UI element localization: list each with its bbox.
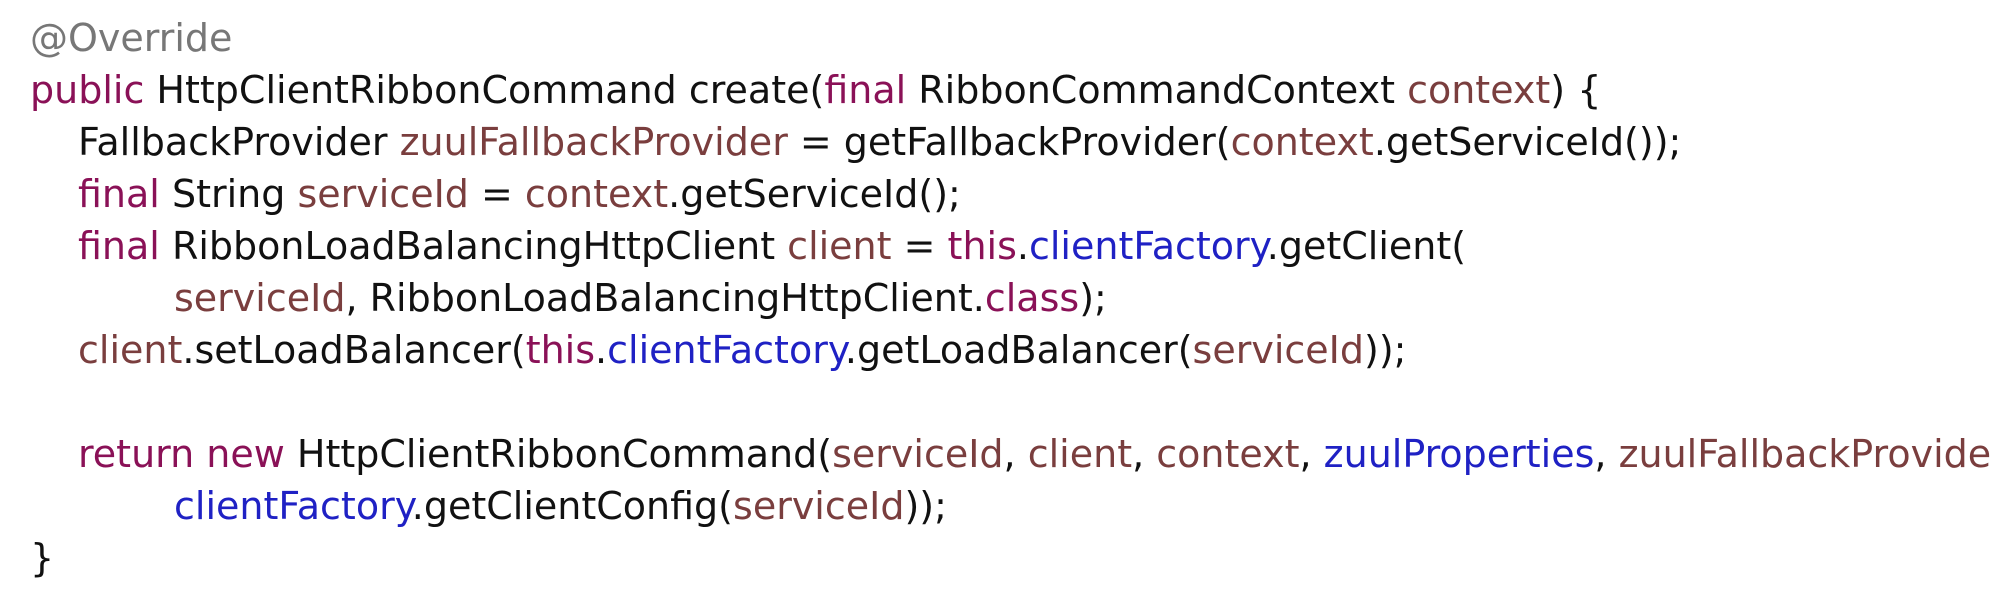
code-line: serviceId, RibbonLoadBalancingHttpClient… (30, 272, 2000, 324)
code-token: clientFactory (174, 484, 412, 528)
code-token: HttpClientRibbonCommand create( (156, 68, 825, 112)
code-token: serviceId (297, 172, 469, 216)
code-token: HttpClientRibbonCommand( (296, 432, 833, 476)
code-token: )); (1364, 328, 1407, 372)
code-token: clientFactory (607, 328, 845, 372)
code-token: .setLoadBalancer( (182, 328, 526, 372)
code-token: ) { (1550, 68, 1602, 112)
code-token: FallbackProvider (78, 120, 400, 164)
code-token: , RibbonLoadBalancingHttpClient. (345, 276, 985, 320)
code-token: . (1016, 224, 1029, 268)
code-line: @Override (30, 12, 2000, 64)
code-line: client.setLoadBalancer(this.clientFactor… (30, 324, 2000, 376)
code-token: public (30, 68, 157, 112)
code-line: FallbackProvider zuulFallbackProvider = … (30, 116, 2000, 168)
code-token: new (206, 432, 297, 476)
code-token: this (525, 328, 596, 372)
code-token: } (30, 536, 55, 580)
code-token: context (1156, 432, 1300, 476)
code-token: context (1230, 120, 1374, 164)
code-line: public HttpClientRibbonCommand create(fi… (30, 64, 2000, 116)
code-token: .getServiceId(); (668, 172, 961, 216)
code-token: .getClient( (1266, 224, 1467, 268)
code-token: clientFactory (1028, 224, 1267, 268)
code-token: zuulFallbackProvider (399, 120, 788, 164)
code-token: RibbonCommandContext (918, 68, 1408, 112)
code-token: class (984, 276, 1080, 320)
code-token: final (824, 68, 919, 112)
code-token: context (1407, 68, 1551, 112)
code-token: serviceId (733, 484, 905, 528)
code-line: } (30, 532, 2000, 584)
code-token: , (1132, 432, 1157, 476)
code-token: zuulFallbackProvide (1618, 432, 1992, 476)
code-token: String (171, 172, 298, 216)
code-token: zuulProperties (1323, 432, 1595, 476)
code-token: RibbonLoadBalancingHttpClient (171, 224, 788, 268)
code-token: client (1027, 432, 1133, 476)
code-line (30, 376, 2000, 428)
code-token: .getClientConfig( (411, 484, 734, 528)
code-token: serviceId (1192, 328, 1364, 372)
code-token: context (524, 172, 669, 216)
code-token: .getLoadBalancer( (844, 328, 1193, 372)
code-token: @Override (30, 16, 233, 60)
code-token: )); (904, 484, 947, 528)
code-token: serviceId (174, 276, 346, 320)
code-token: .getServiceId()); (1373, 120, 1682, 164)
code-token: client (787, 224, 892, 268)
code-token: ); (1079, 276, 1107, 320)
code-token: return (78, 432, 207, 476)
code-token: final (78, 172, 172, 216)
code-token: , (1299, 432, 1324, 476)
code-line: return new HttpClientRibbonCommand(servi… (30, 428, 2000, 480)
code-token: = (468, 172, 525, 216)
code-token: client (78, 328, 183, 372)
code-token: this (947, 224, 1017, 268)
code-line: clientFactory.getClientConfig(serviceId)… (30, 480, 2000, 532)
code-token: = getFallbackProvider( (787, 120, 1231, 164)
code-token: , (1594, 432, 1619, 476)
code-token: . (595, 328, 608, 372)
code-token: serviceId (832, 432, 1004, 476)
code-token: = (891, 224, 948, 268)
code-token: , (1003, 432, 1028, 476)
code-line: final RibbonLoadBalancingHttpClient clie… (30, 220, 2000, 272)
code-token: final (78, 224, 172, 268)
code-line: final String serviceId = context.getServ… (30, 168, 2000, 220)
